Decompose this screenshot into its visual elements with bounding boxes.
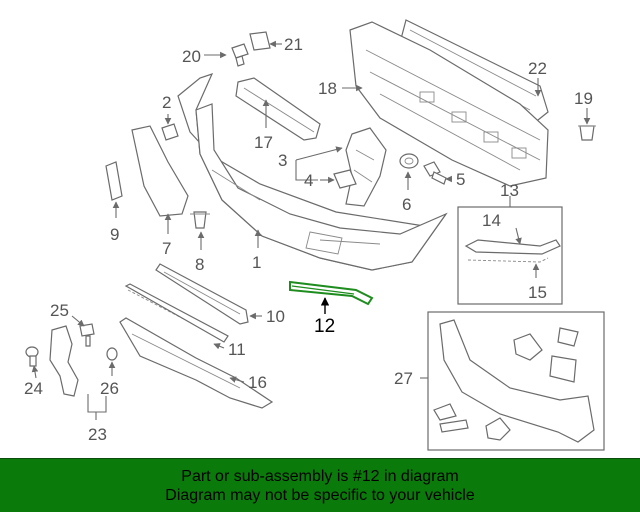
callout-27: 27: [394, 369, 413, 388]
clip-19-part: [578, 125, 596, 141]
valance-16-part: [119, 317, 274, 409]
callout-8: 8: [195, 255, 204, 274]
clip-21-part: [249, 31, 271, 51]
callout-18: 18: [318, 79, 337, 98]
callout-12: 12: [314, 316, 335, 337]
clip-26-part: [106, 347, 118, 361]
callout-2: 2: [162, 93, 171, 112]
bracket-3-part: [345, 127, 387, 207]
inset-box-27: [427, 311, 605, 451]
banner-line-1: Part or sub-assembly is #12 in diagram: [181, 467, 459, 485]
callout-1: 1: [252, 253, 261, 272]
bracket-23-part: [49, 325, 79, 397]
callout-15: 15: [528, 283, 547, 302]
callout-11: 11: [228, 340, 246, 359]
callout-3: 3: [278, 151, 287, 170]
upper-bracket-part: [235, 77, 321, 141]
side-trim-7-part: [131, 125, 189, 217]
callout-23: 23: [88, 425, 107, 444]
callout-13: 13: [500, 181, 519, 200]
callout-25: 25: [50, 301, 69, 320]
grille-10-part: [155, 263, 249, 325]
callout-20: 20: [182, 47, 201, 66]
energy-absorber-part: [349, 21, 549, 187]
callout-21: 21: [284, 35, 303, 54]
clip-4-part: [333, 169, 357, 189]
bolt-25-part: [79, 323, 95, 347]
callout-7: 7: [162, 239, 171, 258]
callout-labels: 20 21 18 22 19 2 17 3 4 5 6 13 9 7 8 1 1…: [24, 35, 593, 444]
info-banner: Part or sub-assembly is #12 in diagram D…: [0, 458, 640, 512]
nut-6-part: [399, 153, 419, 169]
callout-16: 16: [248, 373, 267, 392]
parts-diagram: 20 21 18 22 19 2 17 3 4 5 6 13 9 7 8 1 1…: [24, 19, 605, 451]
callout-17: 17: [254, 133, 273, 152]
trim-strip-11-part: [124, 283, 229, 343]
callout-24: 24: [24, 379, 43, 398]
callout-10: 10: [266, 307, 285, 326]
callout-5: 5: [456, 170, 465, 189]
clip-24-part: [25, 346, 39, 367]
callout-26: 26: [100, 379, 119, 398]
bolt-5-part: [423, 161, 447, 185]
bolt-20-part: [231, 43, 249, 67]
clip-2-part: [161, 123, 179, 141]
callout-19: 19: [574, 89, 593, 108]
leader-lines: [31, 40, 591, 420]
banner-line-2: Diagram may not be specific to your vehi…: [165, 486, 475, 504]
callout-6: 6: [402, 195, 411, 214]
callout-22: 22: [528, 59, 547, 78]
callout-14: 14: [482, 211, 501, 230]
highlighted-part-12: [289, 280, 374, 306]
inset-box-13: [457, 206, 563, 305]
bumper-cover-part: [177, 73, 448, 271]
clip-8-part: [190, 211, 210, 229]
callout-4: 4: [304, 171, 313, 190]
callout-9: 9: [110, 225, 119, 244]
bracket-9-part: [105, 161, 123, 201]
